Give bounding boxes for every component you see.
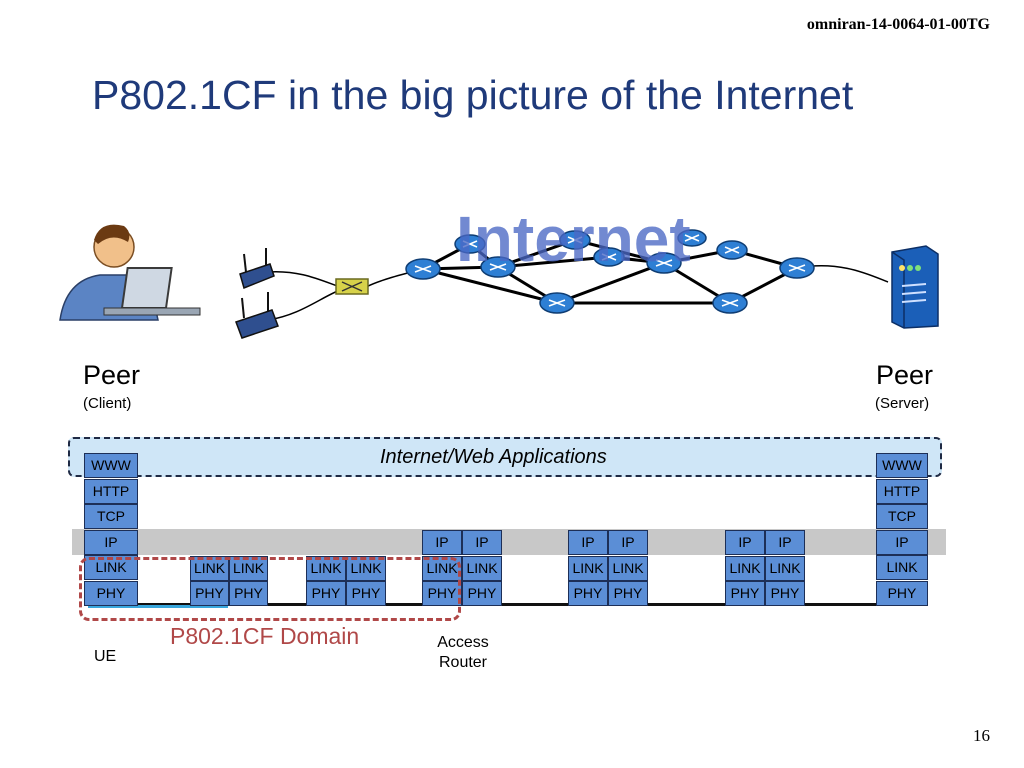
router2-link-a: LINK <box>568 556 608 581</box>
router3-phy-a: PHY <box>725 581 765 606</box>
router2-ip-b: IP <box>608 530 648 555</box>
bridge2-link-a: LINK <box>306 556 346 581</box>
bridge2-phy-a: PHY <box>306 581 346 606</box>
bridge1-link-b: LINK <box>229 556 268 581</box>
router3-link-b: LINK <box>765 556 805 581</box>
client-http: HTTP <box>84 479 138 504</box>
router2-phy-b: PHY <box>608 581 648 606</box>
access-router-ip-b: IP <box>462 530 502 555</box>
router3-phy-b: PHY <box>765 581 805 606</box>
server-tcp: TCP <box>876 504 928 529</box>
server-ip: IP <box>876 530 928 555</box>
slide-title: P802.1CF in the big picture of the Inter… <box>92 72 854 118</box>
client-person-icon <box>59 224 201 321</box>
server-http: HTTP <box>876 479 928 504</box>
router3-ip-b: IP <box>765 530 805 555</box>
applications-label: Internet/Web Applications <box>380 446 607 468</box>
applications-band <box>68 437 942 477</box>
ue-wireless-link <box>88 605 228 608</box>
router-icons <box>405 229 815 314</box>
peer-server-sub: (Server) <box>875 395 930 412</box>
client-www: WWW <box>84 453 138 478</box>
server-link: LINK <box>876 555 928 580</box>
ip-layer-band <box>72 529 946 555</box>
wireless-router-icon <box>235 292 279 339</box>
link-line <box>386 603 422 606</box>
server-www: WWW <box>876 453 928 478</box>
document-id: omniran-14-0064-01-00TG <box>806 16 990 33</box>
access-router-link-b: LINK <box>462 556 502 581</box>
router-icon <box>539 292 575 314</box>
wireless-router-icon <box>239 248 275 290</box>
internet-label: Internet <box>456 203 691 275</box>
bridge1-link-a: LINK <box>190 556 229 581</box>
router-icon <box>712 292 748 314</box>
ue-label: UE <box>94 648 117 665</box>
client-ip: IP <box>84 530 138 555</box>
p8021cf-domain-label: P802.1CF Domain <box>170 623 360 649</box>
router-icon <box>677 229 707 247</box>
server-icon <box>891 245 939 329</box>
router2-ip-a: IP <box>568 530 608 555</box>
router-icon <box>593 247 625 267</box>
link-line <box>648 603 726 606</box>
router-icon <box>779 257 815 279</box>
peer-client-label: Peer <box>83 360 141 390</box>
router3-link-a: LINK <box>725 556 765 581</box>
peer-client-sub: (Client) <box>83 395 132 412</box>
router-icon <box>559 230 591 250</box>
link-line <box>268 603 306 606</box>
router-icon <box>454 234 486 254</box>
router-icon <box>646 252 682 274</box>
router-icon <box>716 240 748 260</box>
router3-ip-a: IP <box>725 530 765 555</box>
link-line <box>137 603 190 606</box>
bridge1-phy-b: PHY <box>229 581 268 606</box>
bridge2-phy-b: PHY <box>346 581 386 606</box>
bridge2-link-b: LINK <box>346 556 386 581</box>
router2-phy-a: PHY <box>568 581 608 606</box>
bridge1-phy-a: PHY <box>190 581 229 606</box>
server-phy: PHY <box>876 581 928 606</box>
link-line <box>502 603 568 606</box>
network-illustration <box>59 224 939 339</box>
client-phy: PHY <box>84 581 138 606</box>
access-router-phy-b: PHY <box>462 581 502 606</box>
access-router-label: Access Router <box>437 634 489 671</box>
client-tcp: TCP <box>84 504 138 529</box>
page-number: 16 <box>973 726 990 745</box>
router-icon <box>405 258 441 280</box>
switch-icon <box>335 278 369 295</box>
access-router-phy-a: PHY <box>422 581 462 606</box>
peer-server-label: Peer <box>876 360 934 390</box>
access-router-ip-a: IP <box>422 530 462 555</box>
link-line <box>804 603 876 606</box>
router2-link-b: LINK <box>608 556 648 581</box>
p8021cf-domain-box <box>79 557 461 621</box>
router-icon <box>480 256 516 278</box>
